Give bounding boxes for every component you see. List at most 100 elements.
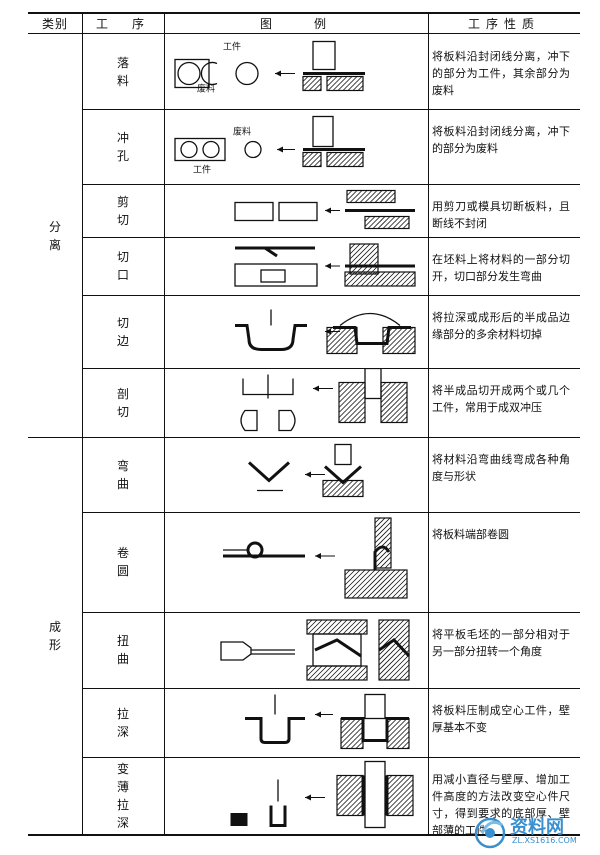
hatch-line [364,216,371,222]
formed-cup [341,717,409,742]
hatch-line [380,386,408,413]
hatch-line [390,271,406,287]
hatch-line [374,531,392,549]
hatch-line [326,152,333,158]
hatch-line [386,718,398,729]
hatch-line [344,271,351,278]
hatch-line [362,675,368,681]
process-name: 扭 曲 [116,634,129,666]
hatch-line [387,216,401,229]
hatch-line [344,569,356,581]
hatched-die-block [338,381,366,424]
hatch-line [393,664,410,681]
process-figure-drawing [230,760,414,829]
hatch-line [345,731,364,749]
hatch-line [402,222,410,229]
hatch-line [354,190,368,203]
hatch-line [345,342,358,354]
hatch-line [386,718,408,739]
hatch-line [365,271,381,287]
hatch-line [374,190,388,203]
sheet-plan [234,263,318,287]
hatch-line [344,569,361,586]
header-category: 类别 [41,17,68,31]
hatch-line [302,76,314,87]
hatch-line [405,421,408,423]
hatch-line [337,619,353,635]
hatch-line [326,327,353,353]
hatch-line [344,569,351,576]
punch [364,367,382,400]
process-name: 切 边 [116,315,129,348]
hatch-line [347,152,363,167]
hatch-line [363,421,366,423]
hatch-line [308,154,322,167]
row-divider [82,368,580,369]
hatch-line [336,775,348,786]
hatch-line [357,624,368,635]
hatch-line [347,665,363,681]
hatch-line [401,804,414,816]
hatch-line [342,152,358,167]
hatch-line [407,227,410,229]
hatch-line [403,674,410,681]
die-cavity [312,633,362,667]
process-figure-drawing [223,517,408,599]
hatch-line [306,619,313,626]
process-description: 用剪刀或模具切断板料，且断线不封闭 [432,200,570,230]
figure-3 [165,238,427,294]
hatch-line [367,216,381,229]
half-piece-2 [278,409,296,432]
hatch-line [349,243,366,260]
hatch-line [308,78,322,91]
category-label: 分 离 [48,219,61,252]
formed-part [333,326,411,345]
hatched-die-block [336,774,364,817]
hatch-line [380,382,392,393]
process-name: 落 料 [116,55,129,88]
hatch-line [386,721,410,744]
hatch-line [364,190,378,203]
hatch-line [406,809,414,816]
process-description: 将板料端部卷圆 [432,528,509,541]
hatch-line [391,731,410,749]
hatch-line [306,665,313,672]
row-divider [82,512,580,513]
hatch-line [345,271,361,287]
hatch-line [347,619,363,635]
hatch-line [349,243,361,255]
hatched-die-block [326,75,364,92]
hatch-line [410,281,416,287]
hatch-line [303,152,319,167]
hatch-line [340,718,357,734]
hatch-line [379,556,392,569]
arrow-head [325,207,331,214]
hole-1 [180,140,198,159]
hatch-line [378,619,395,636]
process-description: 将平板毛坯的一部分相对于另一部分扭转一个角度 [432,628,570,658]
category-divider [28,437,580,438]
workpiece-circle [235,61,259,86]
hatch-line [389,197,396,203]
figure-5 [165,367,427,436]
hatch-line [327,76,343,91]
punch-top [339,312,401,327]
process-name: 卷 圆 [116,546,129,578]
curl [246,541,264,559]
hatched-die-block [386,774,414,817]
drawn-cup [245,717,305,744]
process-figure-drawing [235,309,416,355]
hatch-line [400,271,416,287]
row-divider [82,237,580,238]
hatch-line [336,775,363,801]
hatch-line [332,665,348,681]
thin-cup [269,805,287,827]
hatch-line [378,619,405,646]
hatch-line [350,736,364,749]
figure-8 [165,613,427,687]
hatch-line [386,775,398,786]
row-divider [82,295,580,296]
hatch-line [337,152,353,167]
